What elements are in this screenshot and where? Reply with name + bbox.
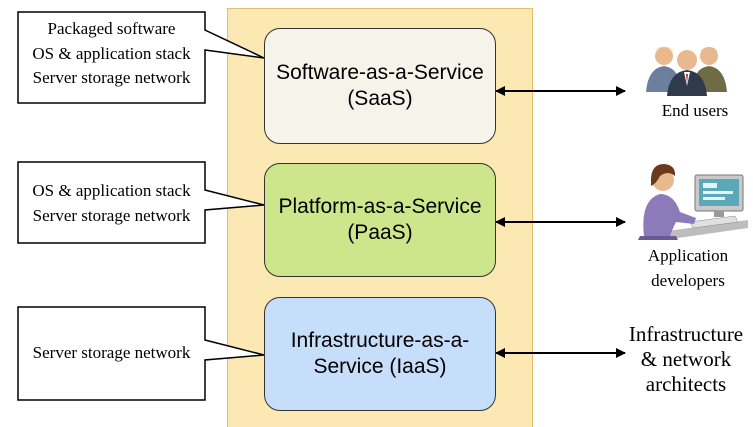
callout-paas-line-1: OS & application stack	[32, 181, 191, 200]
callout-paas-line-2: Server storage network	[32, 205, 191, 225]
architects-label: Infrastructure & network architects	[620, 322, 752, 398]
iaas-label: Infrastructure-as-a-Service (IaaS)	[290, 328, 470, 378]
callout-saas-line-2: OS & application stack	[32, 43, 191, 63]
people-group-icon	[646, 46, 727, 96]
architects-label-line-1: Infrastructure	[628, 322, 744, 346]
paas-box: Platform-as-a-Service (PaaS)	[264, 163, 496, 277]
callout-iaas-line-1: Server storage network	[32, 343, 191, 362]
developers-label-line-2: developers	[651, 270, 725, 290]
architects-label-line-2: & network	[640, 347, 732, 372]
iaas-box: Infrastructure-as-a-Service (IaaS)	[264, 297, 496, 411]
developer-at-computer-icon	[638, 164, 748, 240]
architects-label-line-3: architects	[645, 372, 727, 397]
callout-box-iaas	[17, 306, 265, 401]
developers-label-line-1: Application	[647, 246, 729, 265]
callout-saas-line-3: Server storage network	[32, 68, 191, 88]
developers-label: Application developers	[628, 244, 748, 293]
callout-saas-text: Packaged software OS & application stack…	[18, 17, 205, 91]
callout-saas-line-1: Packaged software	[47, 19, 176, 38]
callout-box-saas	[17, 11, 265, 104]
callout-iaas-text: Server storage network	[18, 341, 205, 366]
saas-box: Software-as-a-Service (SaaS)	[264, 28, 496, 144]
paas-label: Platform-as-a-Service (PaaS)	[278, 194, 482, 244]
saas-label: Software-as-a-Service (SaaS)	[276, 60, 484, 110]
end-users-label: End users	[661, 101, 729, 120]
callout-box-paas	[17, 161, 265, 244]
callout-paas-text: OS & application stack Server storage ne…	[18, 179, 205, 228]
